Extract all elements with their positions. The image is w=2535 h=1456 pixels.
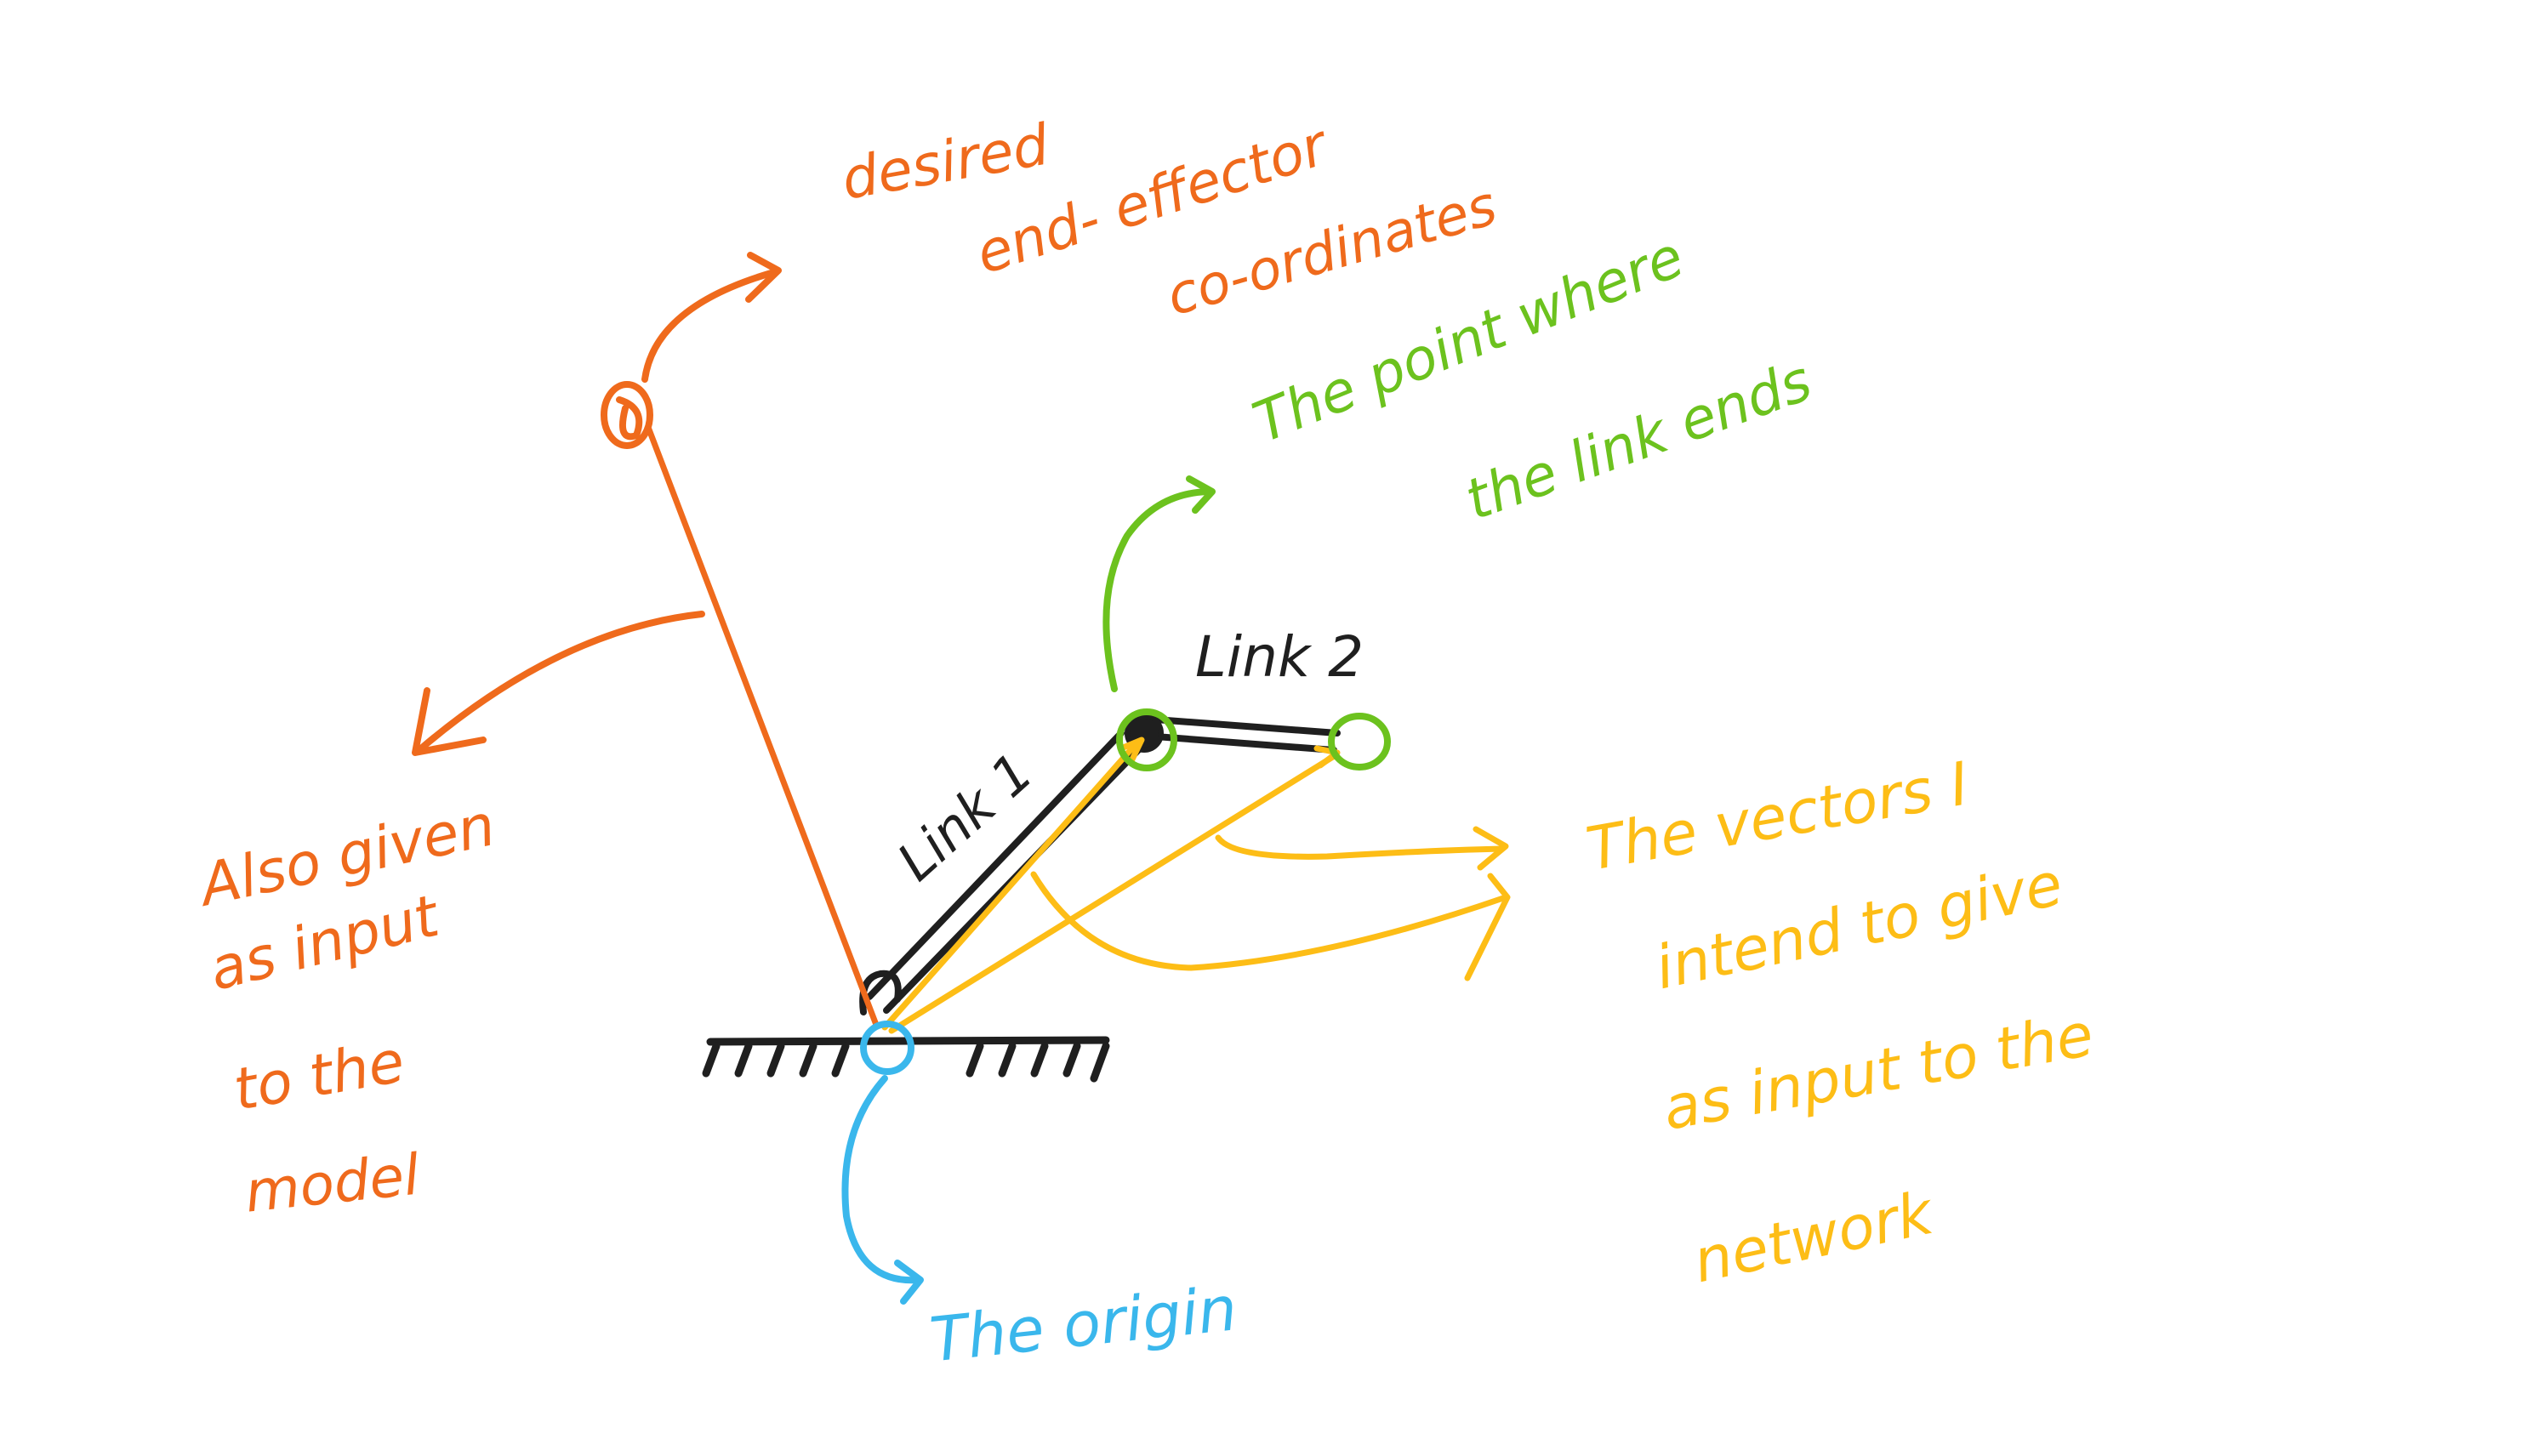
input-vectors (881, 737, 1341, 1034)
desired-arrow (641, 252, 782, 383)
desired-target-line (646, 426, 880, 1028)
also-arrow (412, 611, 705, 756)
link-end-markers (1102, 475, 1391, 771)
vectors-arrows (1030, 826, 1511, 981)
link-2-label: Link 2 (1195, 624, 1364, 690)
origin-marker (841, 1021, 924, 1305)
desired-target-marker (601, 381, 653, 449)
